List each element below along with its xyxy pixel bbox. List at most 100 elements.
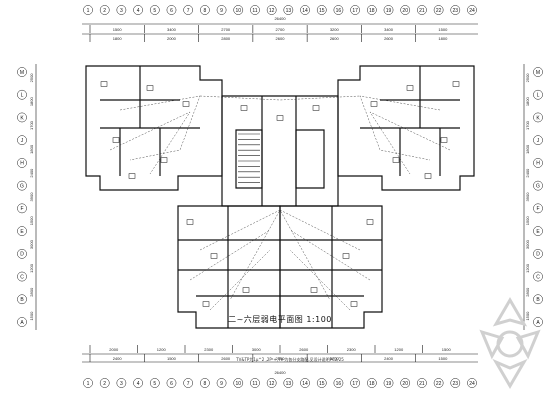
outlet-box-0 bbox=[100, 81, 108, 87]
axis-bubble-top-circle-10 bbox=[250, 5, 260, 15]
drawing-title: 二~六层弱电平面图 1:100 bbox=[228, 315, 332, 324]
weak-current-wire-2 bbox=[359, 95, 441, 161]
axis-bubble-left-label-1: L bbox=[21, 93, 24, 99]
outlet-box-2 bbox=[182, 101, 190, 107]
axis-bubble-right-circle-1 bbox=[533, 89, 543, 100]
dimension-top-row1-4: 3200 bbox=[330, 27, 340, 32]
axis-bubble-right-label-2: K bbox=[536, 115, 540, 121]
axis-bubble-top-circle-22 bbox=[450, 5, 461, 15]
axis-bubble-bottom-label-19: 20 bbox=[402, 381, 408, 387]
axis-bubble-bottom-label-20: 21 bbox=[419, 381, 425, 387]
weak-current-wire-0 bbox=[119, 95, 201, 161]
axis-bubble-right-label-0: M bbox=[536, 70, 540, 76]
dimension-bottom-row2-4: 1200 bbox=[330, 356, 340, 361]
outlet-box-20 bbox=[342, 253, 350, 259]
dimension-bottom-row1-5: 2300 bbox=[347, 347, 357, 352]
axis-bubble-right-circle-6 bbox=[533, 203, 543, 214]
axis-bubble-bottom-circle-10 bbox=[250, 378, 260, 388]
axis-bubble-bottom-label-7: 8 bbox=[203, 381, 206, 387]
axis-bubble-right-label-8: D bbox=[536, 252, 540, 258]
axis-bubble-left-label-9: C bbox=[20, 274, 24, 280]
axis-bubble-top-label-12: 13 bbox=[286, 8, 292, 14]
weak-current-wire-7 bbox=[189, 229, 371, 281]
axis-bubble-top-label-18: 19 bbox=[386, 8, 392, 14]
dimension-top-row2-3: 2600 bbox=[276, 36, 286, 41]
axis-bubble-bottom-label-23: 24 bbox=[469, 381, 475, 387]
weak-current-wire-3 bbox=[369, 111, 451, 175]
dimension-bottom-row2-0: 2400 bbox=[113, 356, 123, 361]
axis-bubble-top-circle-7 bbox=[200, 5, 210, 15]
axis-bubble-bottom-label-5: 6 bbox=[170, 381, 173, 387]
dimension-right-0: 2500 bbox=[525, 73, 530, 83]
outlet-box-17 bbox=[242, 287, 250, 293]
axis-bubble-bottom-label-8: 9 bbox=[220, 381, 223, 387]
outlet-box-13 bbox=[312, 105, 320, 111]
dimension-total-bottom: 26400 bbox=[274, 370, 286, 375]
outlet-box-12 bbox=[240, 105, 248, 111]
axis-bubble-right-label-9: C bbox=[536, 274, 540, 280]
axis-bubble-left-circle-8 bbox=[17, 248, 27, 259]
axis-bubble-top-label-11: 12 bbox=[269, 8, 275, 14]
axis-bubble-top-label-21: 22 bbox=[436, 8, 442, 14]
dimension-left-6: 1500 bbox=[29, 216, 34, 226]
axis-bubble-bottom-circle-2 bbox=[116, 378, 127, 388]
dimension-top-row1-0: 1500 bbox=[113, 27, 123, 32]
axis-bubble-top-circle-19 bbox=[400, 5, 411, 15]
dimension-bottom-row1-6: 1200 bbox=[394, 347, 404, 352]
axis-bubble-left-circle-4 bbox=[17, 158, 27, 168]
axis-bubble-top-label-3: 4 bbox=[137, 8, 140, 14]
dimension-left-2: 1700 bbox=[29, 120, 34, 130]
axis-bubble-left-circle-9 bbox=[17, 271, 27, 282]
wall-outline-5 bbox=[235, 129, 263, 189]
dimension-bottom-row2-6: 1500 bbox=[438, 356, 448, 361]
axis-bubble-top-label-16: 17 bbox=[352, 8, 358, 14]
axis-bubble-top-label-23: 24 bbox=[469, 8, 475, 14]
wall-outline-4 bbox=[221, 95, 339, 207]
axis-bubble-left-label-0: M bbox=[20, 70, 24, 76]
axis-bubble-top-label-17: 18 bbox=[369, 8, 375, 14]
axis-bubble-bottom-circle-20 bbox=[417, 378, 427, 388]
axis-bubble-top-circle-15 bbox=[333, 5, 344, 15]
dimension-left-4: 2400 bbox=[29, 168, 34, 178]
axis-bubble-top-label-22: 23 bbox=[453, 8, 459, 14]
dimension-top-row2-2: 2800 bbox=[221, 36, 231, 41]
outlet-box-5 bbox=[128, 173, 136, 179]
outlet-box-4 bbox=[160, 157, 168, 163]
axis-bubble-right-circle-8 bbox=[533, 248, 543, 259]
outlet-box-22 bbox=[350, 301, 358, 307]
dimension-bottom-row2-2: 2600 bbox=[221, 356, 231, 361]
axis-bubble-right-circle-10 bbox=[533, 294, 543, 305]
wall-outline-10 bbox=[279, 205, 383, 329]
dimension-left-0: 2500 bbox=[29, 73, 34, 83]
dimension-top-row2-0: 1800 bbox=[113, 36, 123, 41]
axis-bubble-top-circle-6 bbox=[183, 5, 194, 15]
outlet-box-8 bbox=[370, 101, 378, 107]
wall-outline-2 bbox=[337, 65, 475, 191]
outlet-box-10 bbox=[392, 157, 400, 163]
axis-bubble-bottom-label-21: 22 bbox=[436, 381, 442, 387]
axis-bubble-left-label-10: B bbox=[20, 297, 24, 303]
outlet-box-1 bbox=[146, 85, 154, 91]
dimension-right-5: 3900 bbox=[525, 192, 530, 202]
dimension-left-7: 3000 bbox=[29, 239, 34, 249]
axis-bubble-bottom-circle-9 bbox=[233, 378, 244, 388]
axis-bubble-right-circle-4 bbox=[533, 158, 543, 168]
dimension-top-row1-3: 2700 bbox=[276, 27, 286, 32]
dimension-left-1: 1800 bbox=[29, 97, 34, 107]
axis-bubble-bottom-circle-6 bbox=[183, 378, 194, 388]
axis-bubble-bottom-circle-12 bbox=[283, 378, 294, 388]
axis-bubble-bottom-label-12: 13 bbox=[286, 381, 292, 387]
axis-bubble-left-label-11: A bbox=[20, 320, 24, 326]
axis-bubble-bottom-circle-3 bbox=[133, 378, 143, 388]
dimension-top-row2-5: 2600 bbox=[384, 36, 394, 41]
wall-outline-7 bbox=[261, 96, 297, 206]
dimension-top-row1-1: 3400 bbox=[167, 27, 177, 32]
axis-bubble-right-circle-3 bbox=[533, 135, 543, 146]
dimension-left-9: 2800 bbox=[29, 287, 34, 297]
axis-bubble-bottom-label-14: 15 bbox=[319, 381, 325, 387]
axis-bubble-bottom-label-4: 5 bbox=[153, 381, 156, 387]
dimension-top-row1-2: 2700 bbox=[221, 27, 231, 32]
axis-bubble-right-circle-2 bbox=[533, 112, 543, 123]
dimension-right-2: 1700 bbox=[525, 120, 530, 130]
dimension-bottom-row1-1: 1200 bbox=[157, 347, 167, 352]
